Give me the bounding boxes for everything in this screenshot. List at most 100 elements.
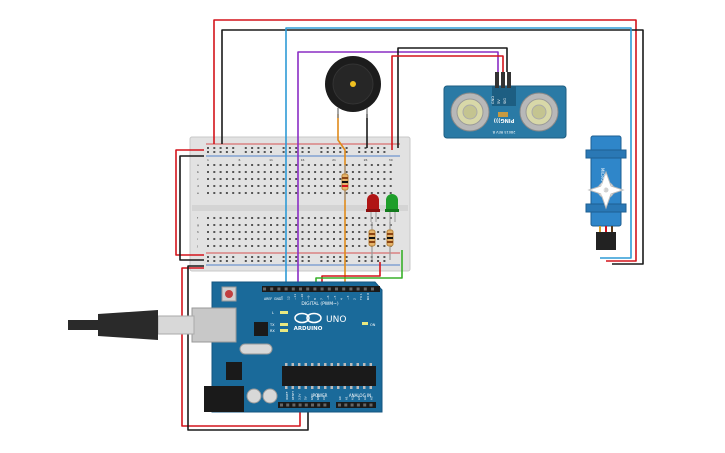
- resistor-led-red[interactable]: [368, 222, 376, 260]
- digital-pin-socket[interactable]: [320, 287, 324, 291]
- sensor-brand-label: PING))): [494, 117, 515, 123]
- terminal-hole: [213, 178, 216, 180]
- resistor-led-green[interactable]: [386, 222, 394, 260]
- rail-hole: [370, 147, 373, 149]
- digital-pin-socket[interactable]: [356, 287, 360, 291]
- capacitor-2: [262, 388, 278, 404]
- rail-hole: [295, 147, 298, 149]
- power-pin-socket[interactable]: [317, 403, 321, 407]
- digital-pin-socket[interactable]: [349, 287, 353, 291]
- terminal-hole: [282, 245, 285, 247]
- terminal-hole: [377, 164, 380, 166]
- analog-pin-socket[interactable]: [369, 403, 373, 407]
- digital-pin-socket[interactable]: [306, 287, 310, 291]
- terminal-hole: [307, 245, 310, 247]
- piezo-buzzer[interactable]: [325, 56, 381, 118]
- micro-servo[interactable]: MICRO SERVO: [585, 135, 627, 250]
- terminal-hole: [244, 164, 247, 166]
- digital-pin-socket[interactable]: [363, 287, 367, 291]
- rail-hole: [301, 147, 304, 149]
- rail-hole: [345, 260, 348, 262]
- analog-pin-socket[interactable]: [344, 403, 348, 407]
- digital-pin-socket[interactable]: [277, 287, 281, 291]
- rail-hole: [270, 147, 272, 149]
- analog-pin-label: A4: [363, 396, 367, 400]
- wire-black-gnd-to-rail: [187, 265, 309, 431]
- terminal-hole: [263, 224, 266, 226]
- ultrasonic-sensor[interactable]: GND 5V SIG PING))) 28015 REV B: [443, 72, 567, 139]
- terminal-hole: [282, 217, 285, 219]
- terminal-hole: [358, 192, 361, 194]
- power-pin-socket[interactable]: [292, 403, 296, 407]
- terminal-hole: [389, 185, 392, 187]
- rail-hole: [213, 151, 216, 153]
- terminal-hole: [238, 164, 241, 166]
- rail-hole: [345, 147, 348, 149]
- power-pin-label: IOREF: [285, 391, 289, 400]
- digital-pin-socket[interactable]: [263, 287, 266, 291]
- analog-pin-socket[interactable]: [350, 403, 354, 407]
- digital-pin-socket[interactable]: [284, 287, 288, 291]
- digital-pin-socket[interactable]: [291, 287, 295, 291]
- terminal-hole: [358, 171, 361, 173]
- terminal-hole: [238, 192, 241, 194]
- rail-hole: [383, 151, 386, 153]
- terminal-hole: [326, 178, 329, 180]
- terminal-hole: [358, 217, 361, 219]
- resistor-buzzer[interactable]: [341, 165, 349, 200]
- terminal-hole: [383, 171, 386, 173]
- digital-pin-socket[interactable]: [313, 287, 317, 291]
- terminal-hole: [364, 192, 367, 194]
- digital-pin-socket[interactable]: [270, 287, 274, 291]
- led-green[interactable]: [385, 194, 399, 222]
- power-pin-socket[interactable]: [311, 403, 314, 407]
- terminal-hole: [295, 192, 298, 194]
- rail-hole: [326, 147, 329, 149]
- led-red[interactable]: [366, 194, 380, 222]
- terminal-hole: [351, 224, 354, 226]
- terminal-hole: [351, 171, 354, 173]
- rail-hole: [339, 256, 342, 258]
- terminal-hole: [263, 192, 266, 194]
- digital-pin-socket[interactable]: [299, 287, 302, 291]
- rail-hole: [263, 151, 266, 153]
- power-pin-socket[interactable]: [286, 403, 290, 407]
- led-on-label: ON: [370, 323, 376, 327]
- breadboard-column-label: 16: [301, 158, 305, 162]
- terminal-hole: [288, 238, 291, 240]
- rail-hole: [295, 260, 298, 262]
- terminal-hole: [263, 231, 266, 233]
- rail-hole: [358, 260, 361, 262]
- power-pin-socket[interactable]: [298, 403, 302, 407]
- breadboard-center-channel: [192, 205, 408, 211]
- rail-hole: [282, 260, 285, 262]
- terminal-hole: [383, 224, 386, 226]
- terminal-hole: [251, 217, 254, 219]
- terminal-hole: [263, 245, 266, 247]
- analog-pin-socket[interactable]: [338, 403, 341, 407]
- digital-pin-socket[interactable]: [371, 287, 374, 291]
- terminal-hole: [270, 192, 272, 194]
- digital-pin-socket[interactable]: [327, 287, 331, 291]
- rail-hole: [207, 256, 209, 258]
- led-rx-label: RX: [270, 329, 275, 333]
- terminal-hole: [207, 224, 209, 226]
- rail-hole: [320, 260, 323, 262]
- digital-pin-socket[interactable]: [342, 287, 346, 291]
- rail-hole: [288, 151, 291, 153]
- power-pin-socket[interactable]: [323, 403, 327, 407]
- analog-pin-socket[interactable]: [356, 403, 360, 407]
- terminal-hole: [377, 245, 380, 247]
- power-pin-socket[interactable]: [280, 403, 283, 407]
- terminal-hole: [339, 192, 342, 194]
- terminal-hole: [219, 171, 222, 173]
- terminal-hole: [207, 192, 209, 194]
- analog-pin-socket[interactable]: [363, 403, 367, 407]
- terminal-hole: [207, 245, 209, 247]
- terminal-hole: [276, 217, 279, 219]
- digital-pin-socket[interactable]: [335, 287, 338, 291]
- power-pin-socket[interactable]: [304, 403, 308, 407]
- sensor-pin-label-sig: SIG: [503, 98, 507, 104]
